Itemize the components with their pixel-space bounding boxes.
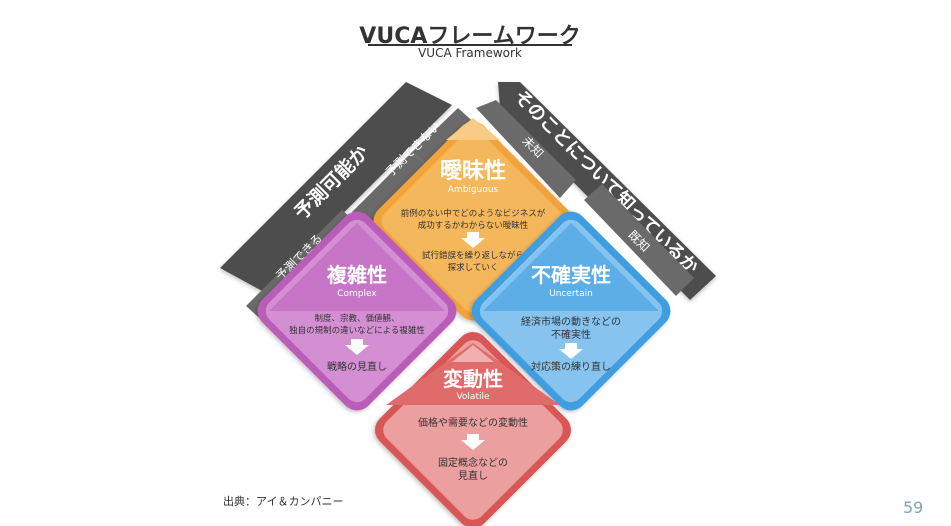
ambiguous-line4: 探求していく — [448, 262, 499, 273]
volatile-line3: 見直し — [458, 469, 488, 482]
uncertain-en: Uncertain — [549, 289, 593, 299]
uncertain-line2: 不確実性 — [551, 328, 591, 341]
complex-line1: 制度、宗教、価値観、 — [314, 313, 399, 324]
uncertain-line1: 経済市場の動きなどの — [521, 315, 621, 328]
title-underline — [368, 44, 572, 46]
complex-en: Complex — [337, 289, 377, 299]
volatile-line2: 固定概念などの — [438, 456, 508, 469]
page-subtitle: VUCA Framework — [418, 46, 522, 60]
source-citation: 出典：アイ＆カンパニー — [223, 495, 344, 508]
complex-line3: 戦略の見直し — [327, 360, 387, 373]
uncertain-line3: 対応策の練り直し — [531, 360, 611, 373]
ambiguous-line1: 前例のない中でどのようなビジネスが — [401, 208, 546, 219]
quadrant-uncertain: 不確実性 Uncertain 経済市場の動きなどの 不確実性 対応策の練り直し — [471, 211, 671, 411]
uncertain-arrow-icon — [559, 343, 583, 359]
quadrant-volatile: 変動性 Volatile 価格や需要などの変動性 固定概念などの 見直し — [374, 331, 572, 526]
ambiguous-arrow-icon — [461, 232, 485, 248]
ambiguous-title: 曖昧性 — [440, 159, 506, 184]
ambiguous-en: Ambiguous — [448, 185, 499, 195]
band-known: 既知 — [584, 184, 694, 296]
quadrant-complex: 複雑性 Complex 制度、宗教、価値観、 独自の規制の違いなどによる複雑性 … — [257, 211, 457, 411]
volatile-en: Volatile — [456, 392, 490, 402]
volatile-line1: 価格や需要などの変動性 — [418, 416, 528, 429]
complex-line2: 独自の規制の違いなどによる複雑性 — [289, 325, 425, 336]
uncertain-title: 不確実性 — [531, 263, 611, 287]
complex-arrow-icon — [345, 339, 369, 355]
volatile-title: 変動性 — [443, 367, 503, 391]
ambiguous-line2: 成功するかわからない曖昧性 — [418, 220, 529, 231]
page-number: 59 — [903, 498, 924, 517]
complex-title: 複雑性 — [327, 263, 387, 287]
volatile-arrow-icon — [461, 434, 485, 450]
ambiguous-line3: 試行錯誤を繰り返しながら — [422, 250, 524, 261]
